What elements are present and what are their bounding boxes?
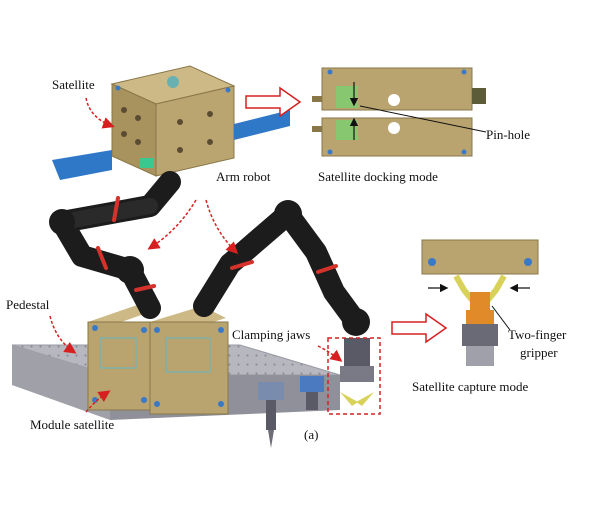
label-capture-mode: Satellite capture mode	[412, 379, 529, 394]
solar-panel-right	[234, 110, 290, 140]
arm-robot-1	[49, 171, 181, 319]
arrow-to-capture-mode	[391, 312, 448, 344]
callout-module-satellite	[85, 390, 111, 413]
tool-holder-1	[258, 382, 284, 448]
solar-panel-left	[52, 150, 154, 180]
label-pedestal: Pedestal	[6, 297, 50, 312]
capture-mode-inset	[421, 239, 539, 366]
module-satellite-right	[149, 306, 229, 415]
label-gripper: gripper	[520, 345, 558, 360]
label-pin-hole: Pin-hole	[486, 127, 531, 142]
callout-arm-robot-left	[147, 199, 197, 250]
label-module-satellite: Module satellite	[30, 417, 115, 432]
callout-pedestal	[49, 315, 77, 354]
label-panel-tag: (a)	[304, 427, 319, 442]
satellite-cube	[110, 65, 236, 177]
label-clamping-jaws: Clamping jaws	[232, 327, 311, 342]
docking-mode-inset	[312, 67, 487, 157]
label-satellite: Satellite	[52, 77, 95, 92]
callout-satellite	[85, 97, 115, 129]
tool-holder-2	[300, 376, 324, 410]
label-two-finger: Two-finger	[508, 327, 567, 342]
callout-clamping-jaws	[317, 345, 343, 362]
clamping-jaws-box	[327, 337, 381, 415]
label-docking-mode: Satellite docking mode	[318, 169, 438, 184]
label-arm-robot: Arm robot	[216, 169, 271, 184]
arrow-to-docking-mode	[245, 86, 302, 118]
module-satellite-left	[87, 304, 151, 411]
callout-arm-robot-right	[205, 199, 239, 255]
arm-robot-2	[193, 200, 370, 336]
end-effector-gripper	[340, 338, 374, 406]
